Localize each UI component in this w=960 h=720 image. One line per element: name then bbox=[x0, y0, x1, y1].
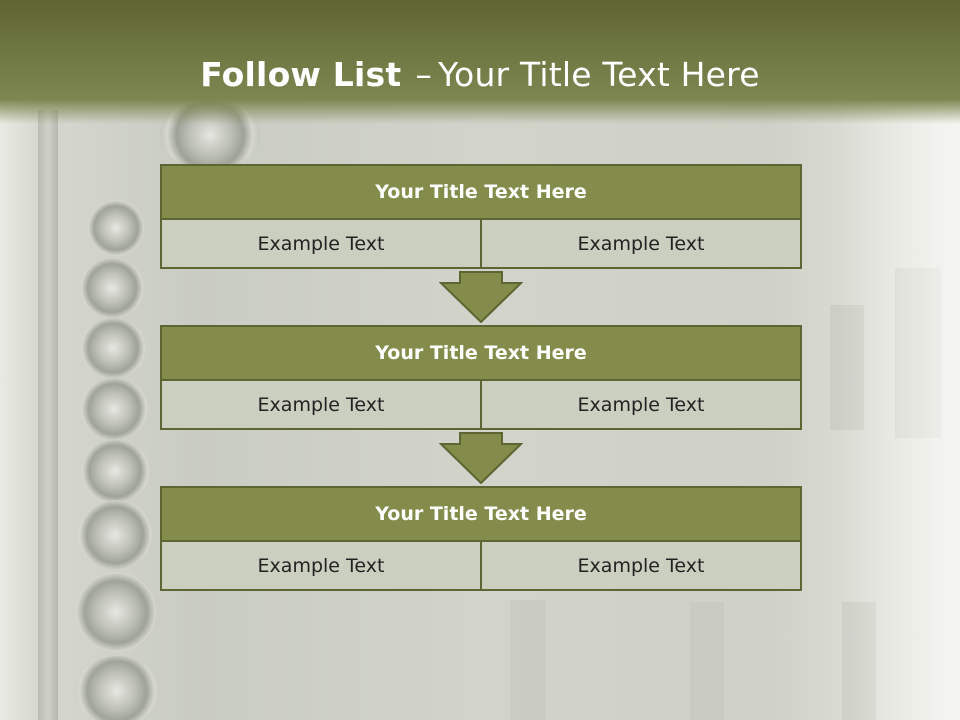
socket bbox=[76, 572, 156, 652]
tool-bar bbox=[250, 590, 280, 720]
flow-step-cell-left: Example Text bbox=[160, 220, 482, 269]
socket bbox=[76, 656, 158, 720]
socket bbox=[80, 440, 150, 502]
flow-step-cell-right: Example Text bbox=[480, 381, 802, 430]
flow-step-title: Your Title Text Here bbox=[160, 486, 802, 542]
flow-step-3: Your Title Text Here Example Text Exampl… bbox=[160, 486, 802, 591]
tool-bar bbox=[360, 590, 420, 720]
flow-step-2: Your Title Text Here Example Text Exampl… bbox=[160, 325, 802, 430]
flow-step-cell-left: Example Text bbox=[160, 381, 482, 430]
tool-slot bbox=[510, 600, 546, 720]
flow-step-cell-right: Example Text bbox=[480, 542, 802, 591]
case-left-edge bbox=[38, 110, 58, 720]
slide-title: Follow List–Your Title Text Here bbox=[0, 55, 960, 94]
title-band bbox=[0, 0, 960, 124]
flow-step-row: Example Text Example Text bbox=[160, 220, 802, 269]
tool-bar bbox=[185, 590, 221, 720]
socket bbox=[78, 500, 152, 570]
socket bbox=[80, 318, 146, 378]
flow-step-row: Example Text Example Text bbox=[160, 542, 802, 591]
socket bbox=[80, 258, 144, 318]
tool-slot bbox=[690, 602, 724, 720]
flow-step-cell-left: Example Text bbox=[160, 542, 482, 591]
socket bbox=[80, 378, 148, 440]
title-dash: – bbox=[415, 55, 433, 94]
flow-step-title: Your Title Text Here bbox=[160, 164, 802, 220]
down-arrow-icon bbox=[439, 271, 523, 323]
socket bbox=[88, 200, 144, 256]
slide-title-bold: Follow List bbox=[200, 55, 402, 94]
flow-step-title: Your Title Text Here bbox=[160, 325, 802, 381]
flow-step-cell-right: Example Text bbox=[480, 220, 802, 269]
flow-step-row: Example Text Example Text bbox=[160, 381, 802, 430]
flow-step-1: Your Title Text Here Example Text Exampl… bbox=[160, 164, 802, 269]
down-arrow-icon bbox=[439, 432, 523, 484]
slide-title-rest: Your Title Text Here bbox=[438, 55, 760, 94]
